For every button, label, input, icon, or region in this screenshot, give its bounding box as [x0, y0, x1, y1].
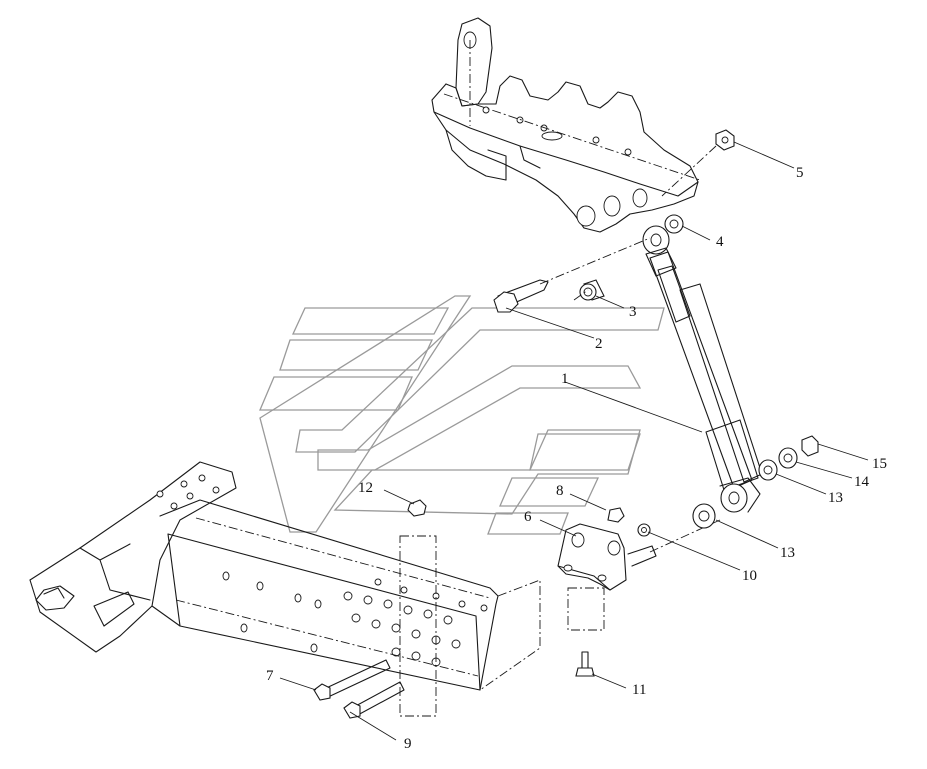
bolt-part-2	[493, 237, 651, 313]
callout-8: 8	[556, 483, 564, 499]
frame-rail	[29, 461, 541, 691]
washer-part-10	[637, 523, 651, 537]
callout-9: 9	[404, 736, 412, 752]
callout-12: 12	[358, 480, 373, 496]
callout-13-upper: 13	[828, 490, 843, 506]
nut-part-12	[407, 499, 427, 517]
callout-15: 15	[872, 456, 887, 472]
washer-part-14	[778, 447, 798, 469]
callout-6: 6	[524, 509, 532, 525]
bolt-part-9	[343, 681, 405, 719]
washer-part-4	[664, 214, 684, 234]
bushing-part-3	[573, 279, 605, 301]
callout-13-lower: 13	[780, 545, 795, 561]
washers-part-13	[692, 459, 778, 529]
callout-7: 7	[266, 668, 274, 684]
callout-labels: 1 2 3 4 5 6 7 8 9 10 11 12 13 13 14 15	[266, 165, 887, 752]
shock-absorber	[642, 225, 763, 513]
callout-3: 3	[629, 304, 637, 320]
lower-bracket-part-6	[399, 519, 721, 717]
callout-14: 14	[854, 474, 870, 490]
upper-bracket	[431, 17, 701, 233]
nut-part-15	[801, 435, 819, 457]
leader-lines	[279, 141, 869, 741]
callout-1: 1	[561, 371, 569, 387]
callout-2: 2	[595, 336, 603, 352]
nut-part-8	[607, 507, 625, 523]
callout-5: 5	[796, 165, 804, 181]
watermark-logo	[259, 295, 665, 535]
bolt-part-11	[575, 651, 595, 677]
callout-11: 11	[632, 682, 646, 698]
bolt-part-7	[313, 659, 391, 701]
callout-10: 10	[742, 568, 757, 584]
nut-part-5	[661, 129, 735, 197]
callout-4: 4	[716, 234, 724, 250]
